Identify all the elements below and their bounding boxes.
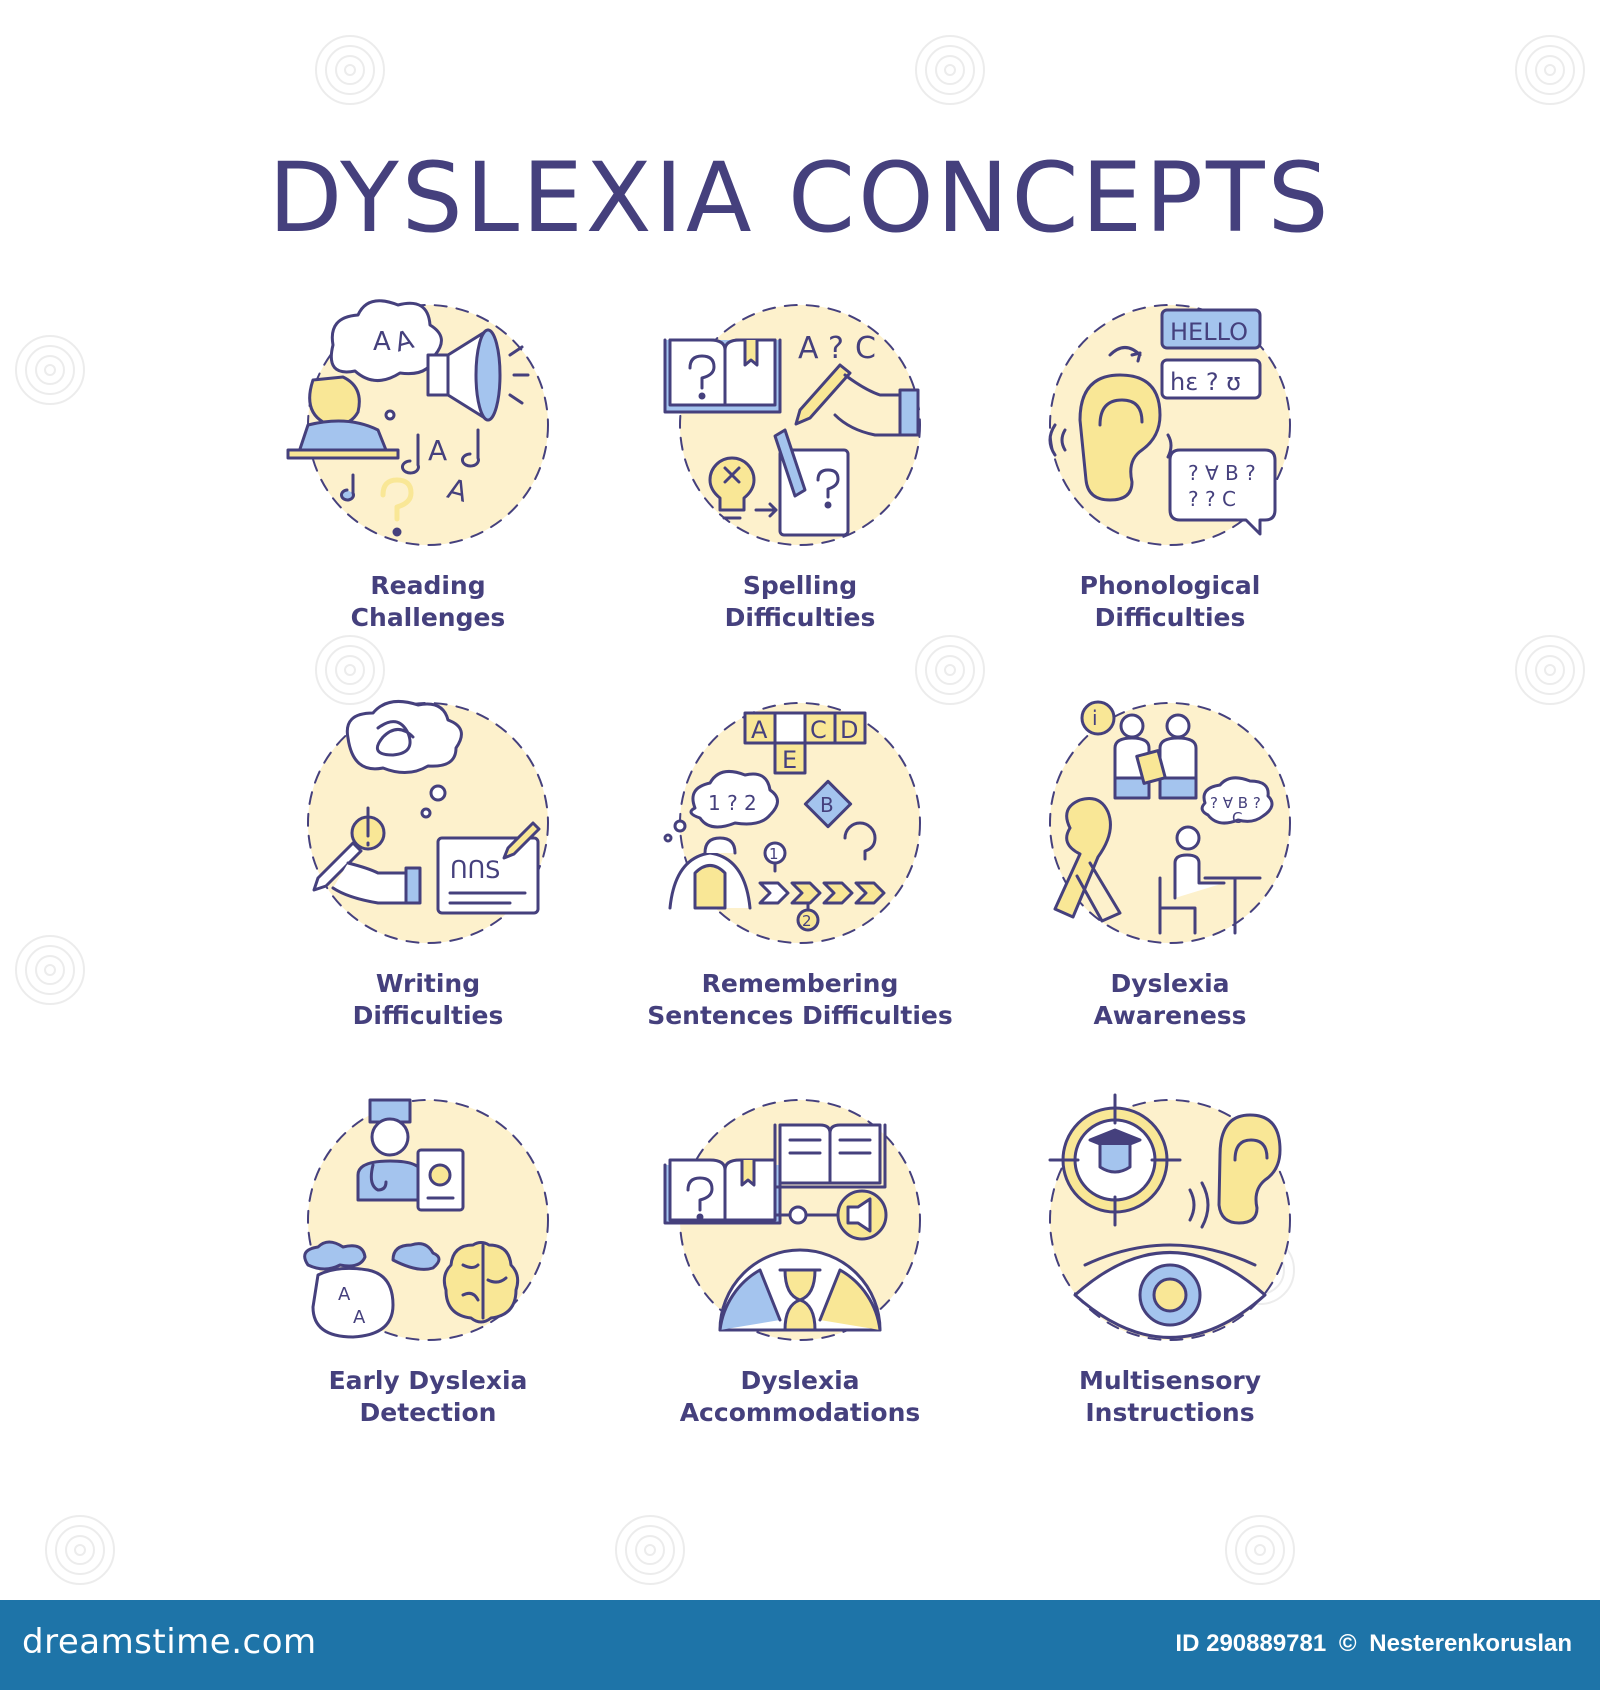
accommodations-icon bbox=[663, 1099, 921, 1341]
concept-card: i ? ∀ B ? C Dyslexia Awareness bbox=[980, 698, 1360, 1058]
watermark-swirl-icon bbox=[315, 635, 385, 705]
concept-card: Multisensory Instructions bbox=[980, 1093, 1360, 1455]
crossword-letter: E bbox=[782, 746, 797, 774]
thought-text: ? ∀ B ? bbox=[1210, 794, 1261, 812]
letter-c: C bbox=[855, 331, 876, 366]
concept-label: Reading Challenges bbox=[350, 571, 506, 632]
concept-label: Multisensory Instructions bbox=[1078, 1366, 1262, 1427]
watermark-swirl-icon bbox=[1515, 635, 1585, 705]
watermark-swirl-icon bbox=[615, 1515, 685, 1585]
face-letter: A bbox=[338, 1284, 351, 1305]
concept-card: Dyslexia Accommodations bbox=[610, 1095, 990, 1455]
letter-question: ? bbox=[828, 331, 844, 366]
watermark-swirl-icon bbox=[915, 35, 985, 105]
info-letter: i bbox=[1092, 706, 1098, 730]
watermark-swirl-icon bbox=[315, 35, 385, 105]
watermark-swirl-icon bbox=[915, 635, 985, 705]
bubble-letter: A bbox=[373, 327, 391, 357]
concept-label: Dyslexia Awareness bbox=[1093, 969, 1247, 1030]
spelling-difficulties-icon: A ? C bbox=[663, 304, 921, 546]
phonological-difficulties-icon: HELLO hɛ ? ʊ ? ∀ B ? ? ? C bbox=[1048, 304, 1291, 546]
watermark-swirl-icon bbox=[15, 335, 85, 405]
thought-text: 1 ? 2 bbox=[708, 791, 757, 815]
watermark-swirl-icon bbox=[45, 1515, 115, 1585]
copyright-icon: © bbox=[1338, 1630, 1357, 1657]
reading-challenges-icon: A A A A bbox=[286, 299, 549, 546]
concept-label: Dyslexia Accommodations bbox=[679, 1366, 921, 1427]
crossword-letter: C bbox=[810, 716, 827, 744]
concept-card: ᑎᑎS Writing Difficulties bbox=[238, 698, 618, 1058]
phonetic-text: hɛ ? ʊ bbox=[1170, 368, 1241, 396]
early-detection-icon: A A bbox=[303, 1098, 549, 1341]
watermark-swirl-icon bbox=[1225, 1515, 1295, 1585]
concept-card: A A Early Dyslexia Detection bbox=[238, 1095, 618, 1455]
jumbled-text: ? ? C bbox=[1188, 487, 1236, 511]
floating-letter: A bbox=[428, 434, 447, 467]
letter-a: A bbox=[798, 331, 819, 366]
watermark-swirl-icon bbox=[15, 935, 85, 1005]
footer-bar: dreamstime.com ID 290889781 © Nesterenko… bbox=[0, 1600, 1600, 1690]
face-letter: A bbox=[353, 1307, 366, 1328]
tile-letter: B bbox=[820, 793, 834, 817]
thought-text: C bbox=[1232, 809, 1242, 827]
watermark-swirl-icon bbox=[1515, 35, 1585, 105]
concept-label: Writing Difficulties bbox=[352, 969, 504, 1030]
image-id: ID 290889781 bbox=[1175, 1630, 1327, 1657]
step-number: 2 bbox=[802, 912, 812, 930]
crossword-letter: D bbox=[840, 716, 858, 744]
author-name: Nesterenkoruslan bbox=[1369, 1630, 1572, 1657]
multisensory-instructions-icon bbox=[1048, 1093, 1291, 1341]
hello-text: HELLO bbox=[1170, 318, 1248, 346]
concept-label: Phonological Difficulties bbox=[1079, 571, 1261, 632]
concept-card: A C D E B 1 ? 2 1 2 Remembering Sentence… bbox=[610, 698, 990, 1058]
jumbled-text: ? ∀ B ? bbox=[1188, 461, 1256, 485]
writing-difficulties-icon: ᑎᑎS bbox=[307, 699, 549, 944]
concept-label: Spelling Difficulties bbox=[724, 571, 876, 632]
concept-grid: A A A A Reading Challenges bbox=[238, 299, 1360, 1455]
step-number: 1 bbox=[769, 845, 779, 863]
concept-card: A ? C Spelling Difficulties bbox=[610, 300, 990, 660]
dyslexia-awareness-icon: i ? ∀ B ? C bbox=[1049, 700, 1291, 944]
scribble-text: ᑎᑎS bbox=[450, 856, 500, 884]
image-credit: ID 290889781 © Nesterenkoruslan bbox=[1169, 1630, 1572, 1658]
concept-card: A A A A Reading Challenges bbox=[238, 299, 618, 660]
remembering-sentences-icon: A C D E B 1 ? 2 1 2 bbox=[663, 702, 921, 944]
concept-card: HELLO hɛ ? ʊ ? ∀ B ? ? ? C Phonological … bbox=[980, 300, 1360, 660]
concept-label: Remembering Sentences Difficulties bbox=[647, 969, 953, 1030]
crossword-letter: A bbox=[751, 716, 768, 744]
page-title: DYSLEXIA CONCEPTS bbox=[268, 142, 1332, 254]
brand-logo: dreamstime.com bbox=[22, 1622, 317, 1662]
concept-label: Early Dyslexia Detection bbox=[328, 1366, 528, 1427]
